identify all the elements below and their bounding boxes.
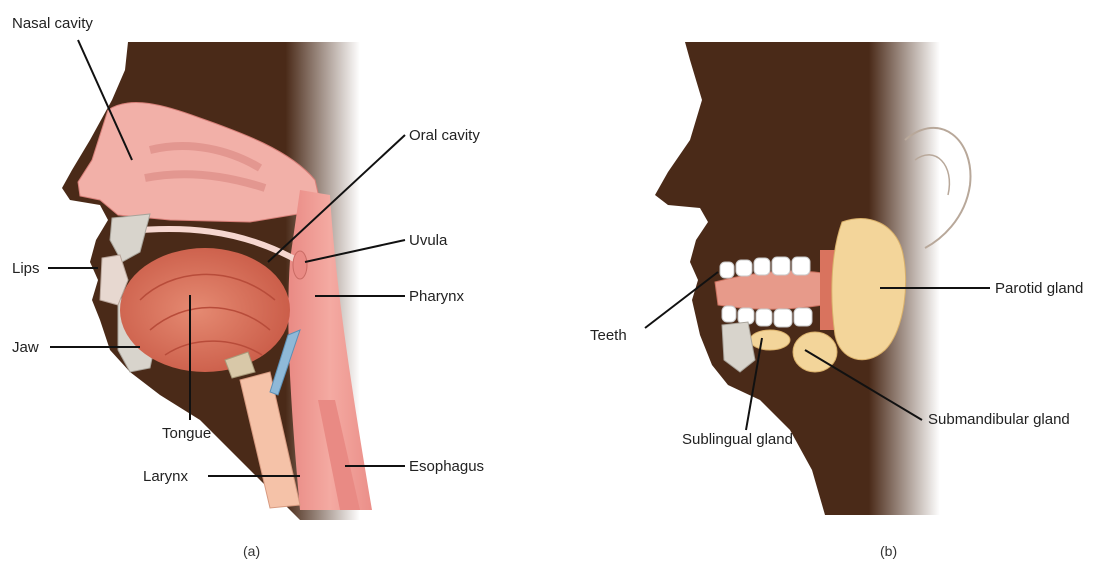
tongue-shape <box>120 248 290 372</box>
label-submandibular-gland: Submandibular gland <box>928 411 1070 428</box>
label-jaw: Jaw <box>12 339 39 356</box>
uvula-shape <box>293 251 307 279</box>
label-teeth: Teeth <box>590 327 627 344</box>
label-parotid-gland: Parotid gland <box>995 280 1083 297</box>
sublingual-gland-shape <box>750 330 790 350</box>
label-larynx: Larynx <box>143 468 189 485</box>
label-nasal-cavity: Nasal cavity <box>12 15 93 32</box>
label-tongue: Tongue <box>162 425 211 442</box>
label-uvula: Uvula <box>409 232 448 249</box>
label-sublingual-gland: Sublingual gland <box>682 431 793 448</box>
caption-a: (a) <box>243 543 260 559</box>
label-pharynx: Pharynx <box>409 288 465 305</box>
panel-a-illustration <box>62 42 372 520</box>
label-esophagus: Esophagus <box>409 458 484 475</box>
caption-b: (b) <box>880 543 897 559</box>
label-oral-cavity: Oral cavity <box>409 127 480 144</box>
label-lips: Lips <box>12 260 40 277</box>
